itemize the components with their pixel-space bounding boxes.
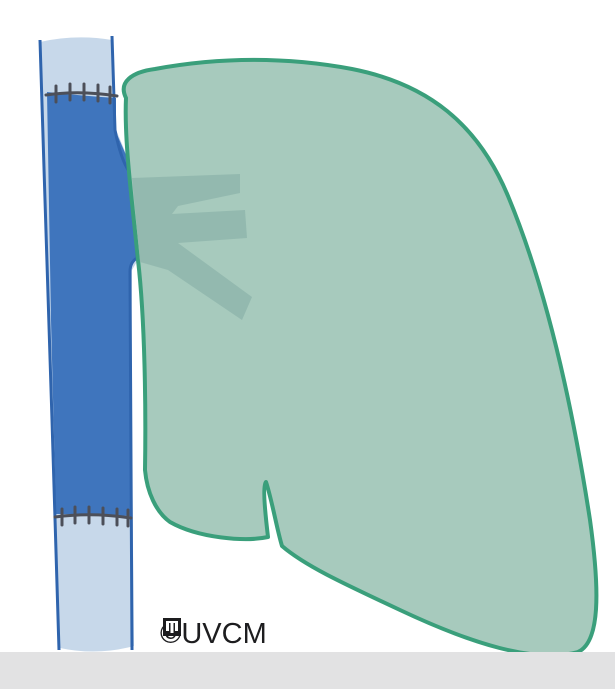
copyright-label: ©UVCM [160,617,267,651]
uvcm-logo-icon [162,617,182,637]
bottom-bar [0,652,615,689]
vessel-native-segment [47,92,138,516]
lung-outline [124,60,597,655]
